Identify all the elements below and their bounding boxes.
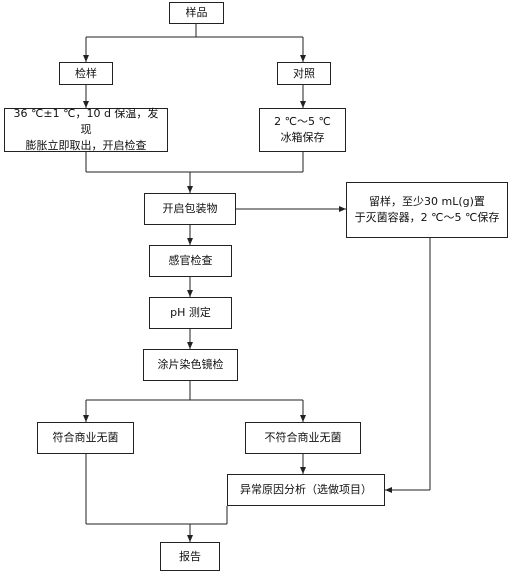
report-box: 报告 xyxy=(160,542,220,571)
smear-microscopy-box: 涂片染色镜检 xyxy=(143,349,238,381)
inspection-sample-box: 检样 xyxy=(59,62,113,85)
retain-sample-box: 留样，至少30 mL(g)置 于灭菌容器，2 ℃～5 ℃保存 xyxy=(346,182,508,238)
control-box: 对照 xyxy=(277,62,331,85)
sample-box: 样品 xyxy=(169,2,224,24)
open-package-box: 开启包装物 xyxy=(144,193,236,225)
incubation-box: 36 ℃±1 ℃，10 d 保温，发现 膨胀立即取出，开启检查 xyxy=(4,107,168,152)
commercially-sterile-box: 符合商业无菌 xyxy=(37,422,134,454)
abnormal-cause-analysis-box: 异常原因分析（选做项目） xyxy=(227,474,385,506)
refrigeration-box: 2 ℃～5 ℃ 冰箱保存 xyxy=(259,108,346,152)
not-commercially-sterile-box: 不符合商业无菌 xyxy=(245,422,361,454)
ph-measurement-box: pH 测定 xyxy=(149,297,232,329)
sensory-inspection-box: 感官检查 xyxy=(149,245,232,277)
